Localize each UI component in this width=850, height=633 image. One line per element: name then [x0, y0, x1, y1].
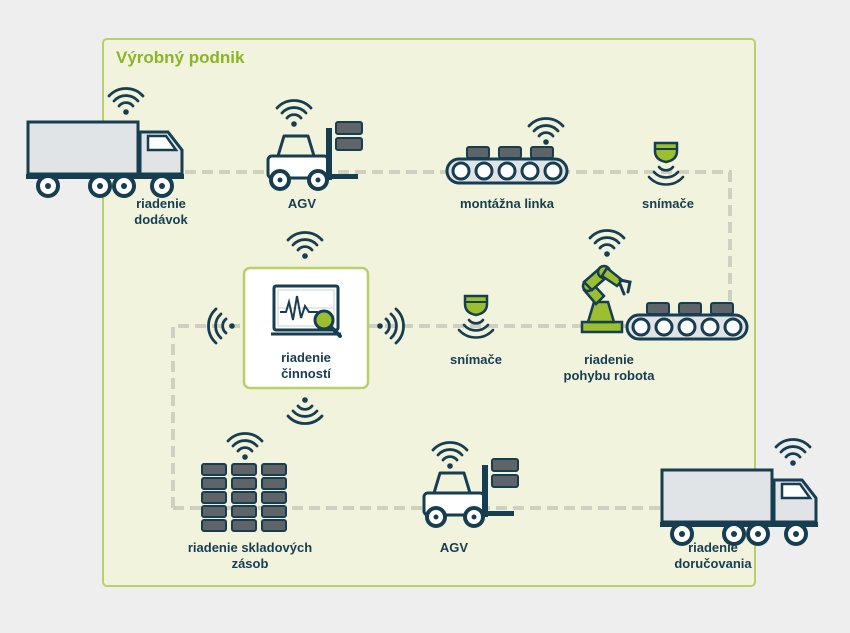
label-delivery: riadenie doručovania [674, 540, 752, 571]
plant-title: Výrobný podnik [116, 48, 245, 67]
label-sensors-mid: snímače [449, 352, 503, 367]
robot-arm-icon [580, 264, 632, 334]
pallet-stack-icon [201, 463, 287, 532]
plant-area [102, 38, 756, 587]
label-agv-top: AGV [287, 196, 317, 211]
wifi-icon-delivery [774, 438, 812, 468]
label-robot: riadenie pohybu robota [563, 352, 655, 383]
monitor-search-icon [271, 284, 342, 338]
truck-icon-delivery [658, 468, 820, 546]
label-supply: riadenie dodávok [134, 196, 188, 227]
truck-icon-supply [24, 120, 186, 198]
label-activity: riadenie činností [281, 350, 331, 381]
label-inventory: riadenie skladových zásob [187, 540, 313, 571]
label-assembly: montážna linka [460, 196, 554, 211]
material-flow-path [171, 170, 732, 510]
label-sensors-top: snímače [641, 196, 695, 211]
label-agv-bottom: AGV [439, 540, 469, 555]
